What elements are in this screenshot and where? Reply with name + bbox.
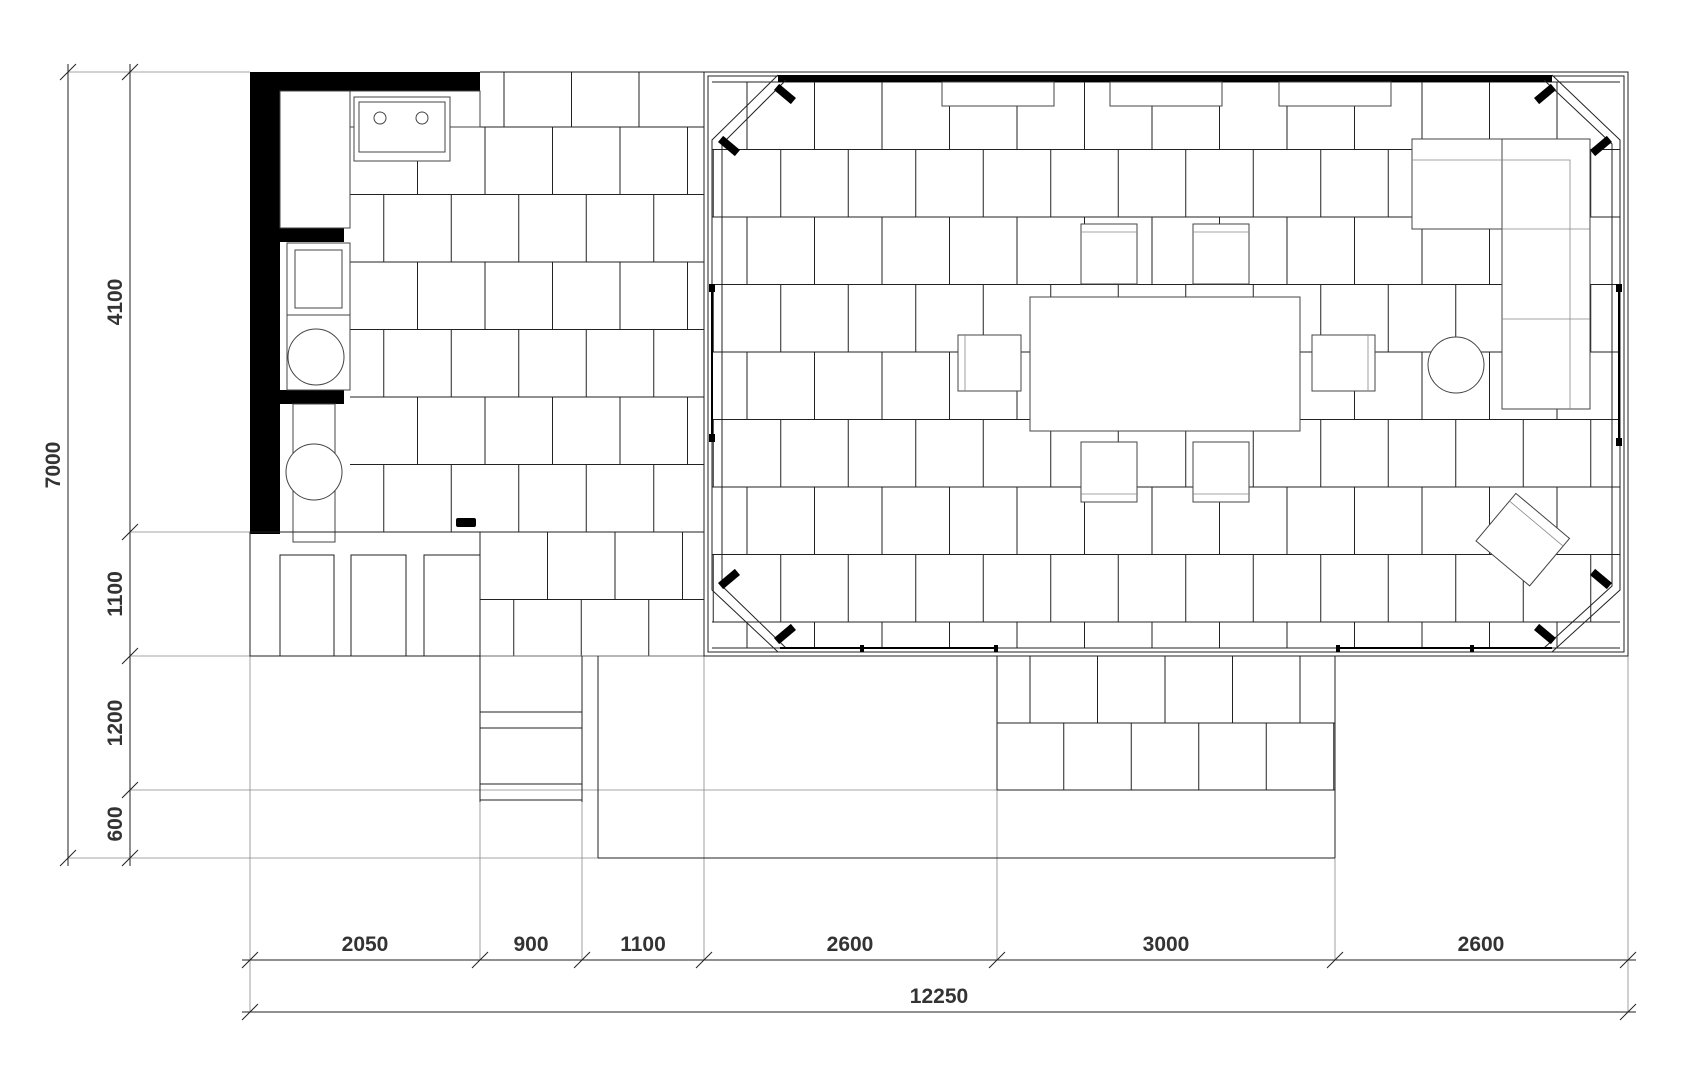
tile-line [1619,1003,1637,1021]
tile-line [121,523,139,541]
vertical-dimension-labels: 4100 1100 1200 600 7000 [42,279,127,842]
dim-v-total: 7000 [42,442,65,489]
stairs [479,656,583,802]
dim-h-4: 2600 [827,933,874,956]
chair [1311,334,1376,392]
chair [957,334,1022,392]
main-hall-frame [703,71,1629,657]
chair [1192,223,1250,285]
dim-h-6: 2600 [1458,933,1505,956]
washing-machine [287,328,345,386]
chair [1192,441,1250,503]
floor-tiles-porch [997,655,1335,791]
chair [1080,223,1138,285]
dim-h-1: 2050 [342,933,389,956]
dining-set [957,223,1376,503]
tile-line [988,951,1006,969]
tile-line [573,951,591,969]
kitchen [250,72,481,543]
tile-line [121,781,139,799]
dimension-lines [67,64,1636,1013]
tile-line [59,849,77,867]
tile-line [241,951,259,969]
horizontal-dimension-labels: 2050 900 1100 2600 3000 2600 12250 [342,933,1505,1008]
tile-line [1326,951,1344,969]
tile-line [59,63,77,81]
tile-line [695,951,713,969]
tile-line [121,647,139,665]
dim-h-5: 3000 [1143,933,1190,956]
dim-v-3: 1200 [104,700,127,747]
tile-line [1619,951,1637,969]
tile-line [121,849,139,867]
tile-line [241,1003,259,1021]
dim-v-4: 600 [104,806,127,841]
tile-line [471,951,489,969]
dim-h-total: 12250 [910,985,968,1008]
lounge [1411,138,1591,587]
side-table [1427,336,1485,394]
kitchen-wall-top [250,72,480,91]
dim-h-2: 900 [513,933,548,956]
dim-v-1: 4100 [104,279,127,326]
storage-cabinets [249,531,481,657]
kitchen-wall-side [250,72,280,534]
chair [1080,441,1138,503]
armchair [1475,492,1571,587]
dim-v-2: 1100 [104,571,127,617]
dim-h-3: 1100 [620,933,666,956]
dining-table [1029,296,1301,432]
tile-line [121,63,139,81]
dimension-ticks [59,63,1637,1021]
